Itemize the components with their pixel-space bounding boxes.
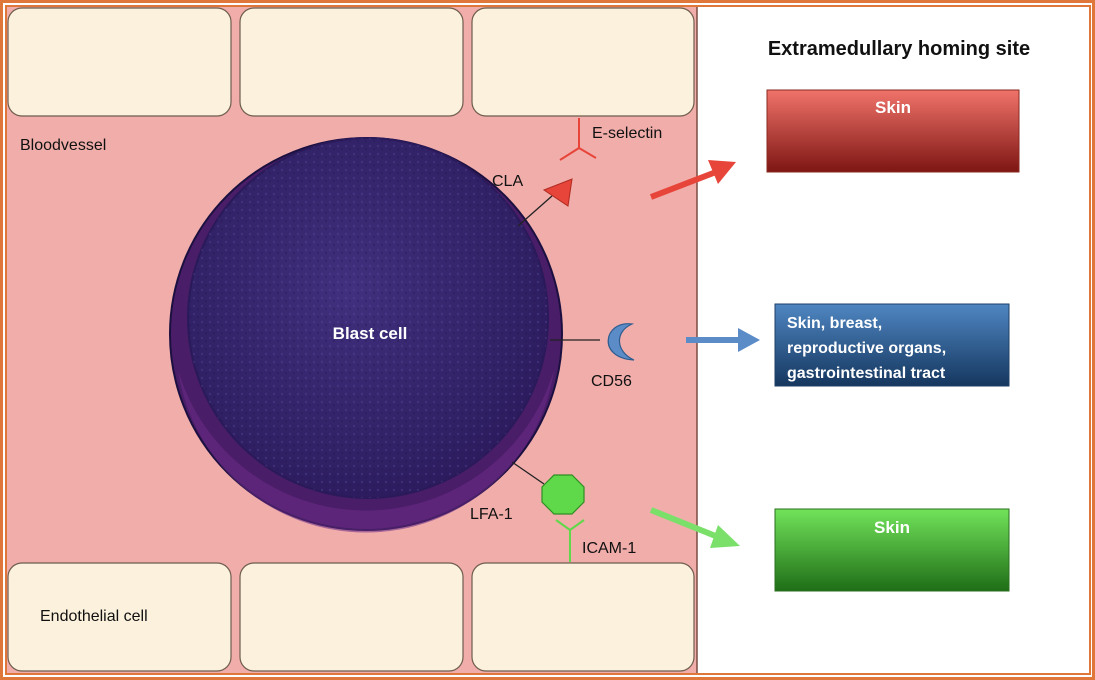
endothelial-cell (7, 562, 232, 672)
icam1-label: ICAM-1 (582, 540, 636, 557)
site-box-skin-green (774, 508, 1010, 592)
site-blue-line-2: reproductive organs, (787, 340, 946, 357)
cla-stalk (517, 195, 553, 227)
site-green-label: Skin (874, 518, 910, 537)
endothelial-cell (471, 562, 695, 672)
endothelial-cell (471, 7, 695, 117)
icam1-icon (555, 519, 585, 562)
site-box-skin-breast (774, 303, 1010, 387)
endothelial-cell-label: Endothelial cell (40, 608, 148, 625)
endothelial-cell (239, 562, 464, 672)
blue-arrow-icon (686, 328, 760, 352)
blast-cell-label: Blast cell (333, 324, 408, 343)
endothelial-cell (7, 7, 232, 117)
e-selectin-icon (559, 118, 597, 161)
cla-label: CLA (492, 173, 523, 190)
cd56-receptor-icon (607, 323, 635, 361)
green-arrow-icon (649, 507, 740, 548)
red-arrow-icon (649, 160, 736, 200)
lfa1-stalk (511, 461, 545, 485)
inner-frame (5, 5, 1091, 675)
blood-vessel-label: Bloodvessel (20, 137, 106, 154)
lfa1-label: LFA-1 (470, 506, 513, 523)
site-blue-line-1: Skin, breast, (787, 315, 882, 332)
blast-cell: Blast cell (169, 137, 563, 533)
homing-site-title: Extramedullary homing site (768, 38, 1030, 60)
endothelial-cell (239, 7, 464, 117)
cd56-label: CD56 (591, 373, 632, 390)
site-box-skin-red (766, 89, 1020, 173)
lfa1-receptor-icon (541, 474, 585, 515)
e-selectin-label: E-selectin (592, 125, 662, 142)
cla-receptor-icon (542, 178, 573, 207)
site-blue-line-3: gastrointestinal tract (787, 365, 946, 382)
site-red-label: Skin (875, 98, 911, 117)
